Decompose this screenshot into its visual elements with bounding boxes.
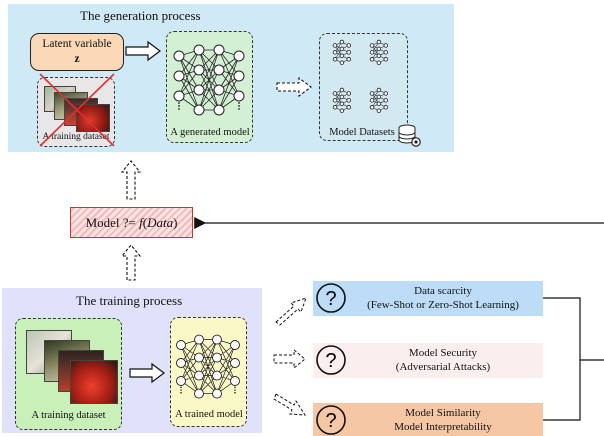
dataset-photo — [70, 360, 118, 404]
trained-model-network — [176, 334, 240, 399]
challenge-model-similarity: Model Similarity Model Interpretability — [313, 403, 543, 436]
arrow-latent-to-model — [125, 40, 161, 62]
model-datasets-label: Model Datasets — [329, 127, 395, 138]
generated-model-network — [173, 44, 245, 116]
question-icon: ? — [316, 405, 346, 435]
crossed-training-dataset-label: A training dataset — [42, 132, 110, 142]
trained-model-box — [170, 317, 247, 427]
dataset-photo — [76, 104, 110, 132]
latent-variable-symbol: z — [74, 53, 80, 65]
svg-text:?: ? — [325, 350, 336, 372]
formula-f: f — [139, 215, 143, 230]
question-icon: ? — [316, 283, 346, 313]
formula-close-paren: ) — [173, 215, 178, 230]
challenge-subtitle: Model Interpretability — [394, 421, 492, 433]
challenge-model-security: Model Security (Adversarial Attacks) — [313, 343, 543, 378]
challenge-title: Model Security — [408, 347, 478, 359]
arrow-to-model-similarity — [273, 393, 306, 416]
trained-model-label: A trained model — [175, 409, 243, 420]
formula-arg: Data — [147, 215, 174, 230]
training-process-title: The training process — [76, 293, 183, 308]
model-datasets-box — [319, 33, 408, 141]
arrow-to-model-security — [273, 348, 306, 370]
cross-out-mark — [39, 73, 115, 147]
question-icon: ? — [316, 345, 346, 375]
formula-prefix: Model ?= — [85, 215, 140, 230]
training-dataset-label: A training dataset — [31, 410, 106, 421]
challenge-subtitle: (Few-Shot or Zero-Shot Learning) — [367, 299, 519, 311]
database-gear-icon — [398, 124, 421, 147]
model-datasets-networks — [332, 39, 389, 113]
challenge-connector — [543, 297, 604, 421]
generation-process-title: The generation process — [80, 8, 201, 23]
arrow-training-to-formula — [120, 244, 142, 281]
challenge-title: Model Similarity — [405, 407, 481, 419]
model-data-formula: Model ?= f(Data) — [70, 207, 193, 238]
challenge-title: Data scarcity — [414, 285, 472, 297]
latent-variable-label: Latent variable — [42, 38, 112, 50]
arrow-model-to-datasets — [276, 76, 312, 98]
generated-model-label: A generated model — [170, 127, 250, 138]
formula-open-paren: ( — [142, 215, 148, 230]
arrow-dataset-to-trained-model — [129, 362, 165, 384]
latent-variable-box: Latent variable z — [30, 33, 124, 71]
challenge-data-scarcity: Data scarcity (Few-Shot or Zero-Shot Lea… — [313, 281, 543, 316]
challenge-subtitle: (Adversarial Attacks) — [395, 361, 491, 373]
arrow-formula-to-generation — [120, 160, 142, 200]
arrow-to-data-scarcity — [275, 297, 307, 326]
svg-text:?: ? — [325, 410, 336, 432]
svg-text:?: ? — [325, 288, 336, 310]
